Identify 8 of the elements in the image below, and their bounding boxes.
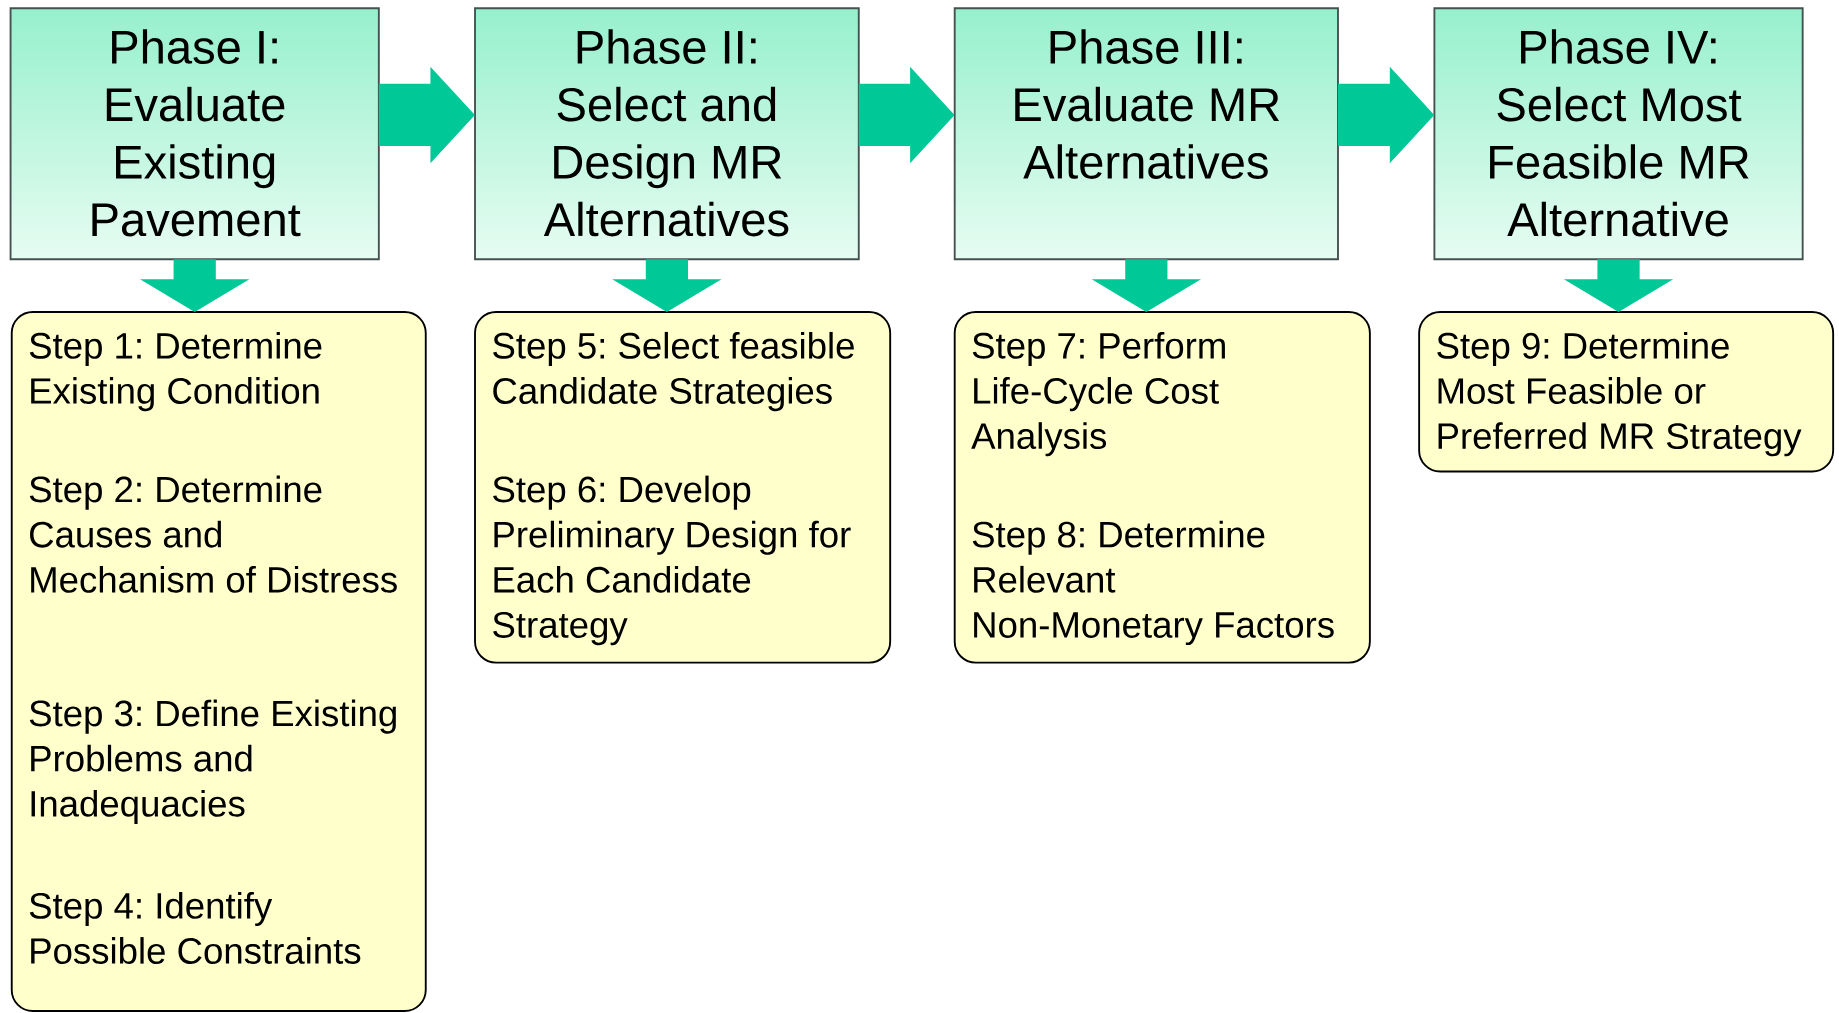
step-box: Step 5: Select feasible Candidate Strategies Step 6: Develop Preliminary Design for Each Candidate Strategy — [474, 310, 892, 664]
phase-box: Phase I: Evaluate Existing Pavement — [9, 7, 380, 260]
step-box: Step 9: Determine Most Feasible or Preferred MR Strategy — [1418, 310, 1835, 473]
step-box: Step 7: Perform Life-Cycle Cost Analysis Step 8: Determine Relevant Non-Monetary Factors — [953, 310, 1371, 664]
phase-box: Phase IV: Select Most Feasible MR Alternative — [1433, 7, 1804, 260]
step-box: Step 1: Determine Existing Condition Step 2: Determine Causes and Mechanism of Distress Step 3: Define Existing Problems and Inadequacies Step 4: Identify Possible Constraints — [10, 310, 427, 1012]
phase-box: Phase II: Select and Design MR Alternatives — [474, 7, 860, 260]
phase-box: Phase III: Evaluate MR Alternatives — [953, 7, 1339, 260]
